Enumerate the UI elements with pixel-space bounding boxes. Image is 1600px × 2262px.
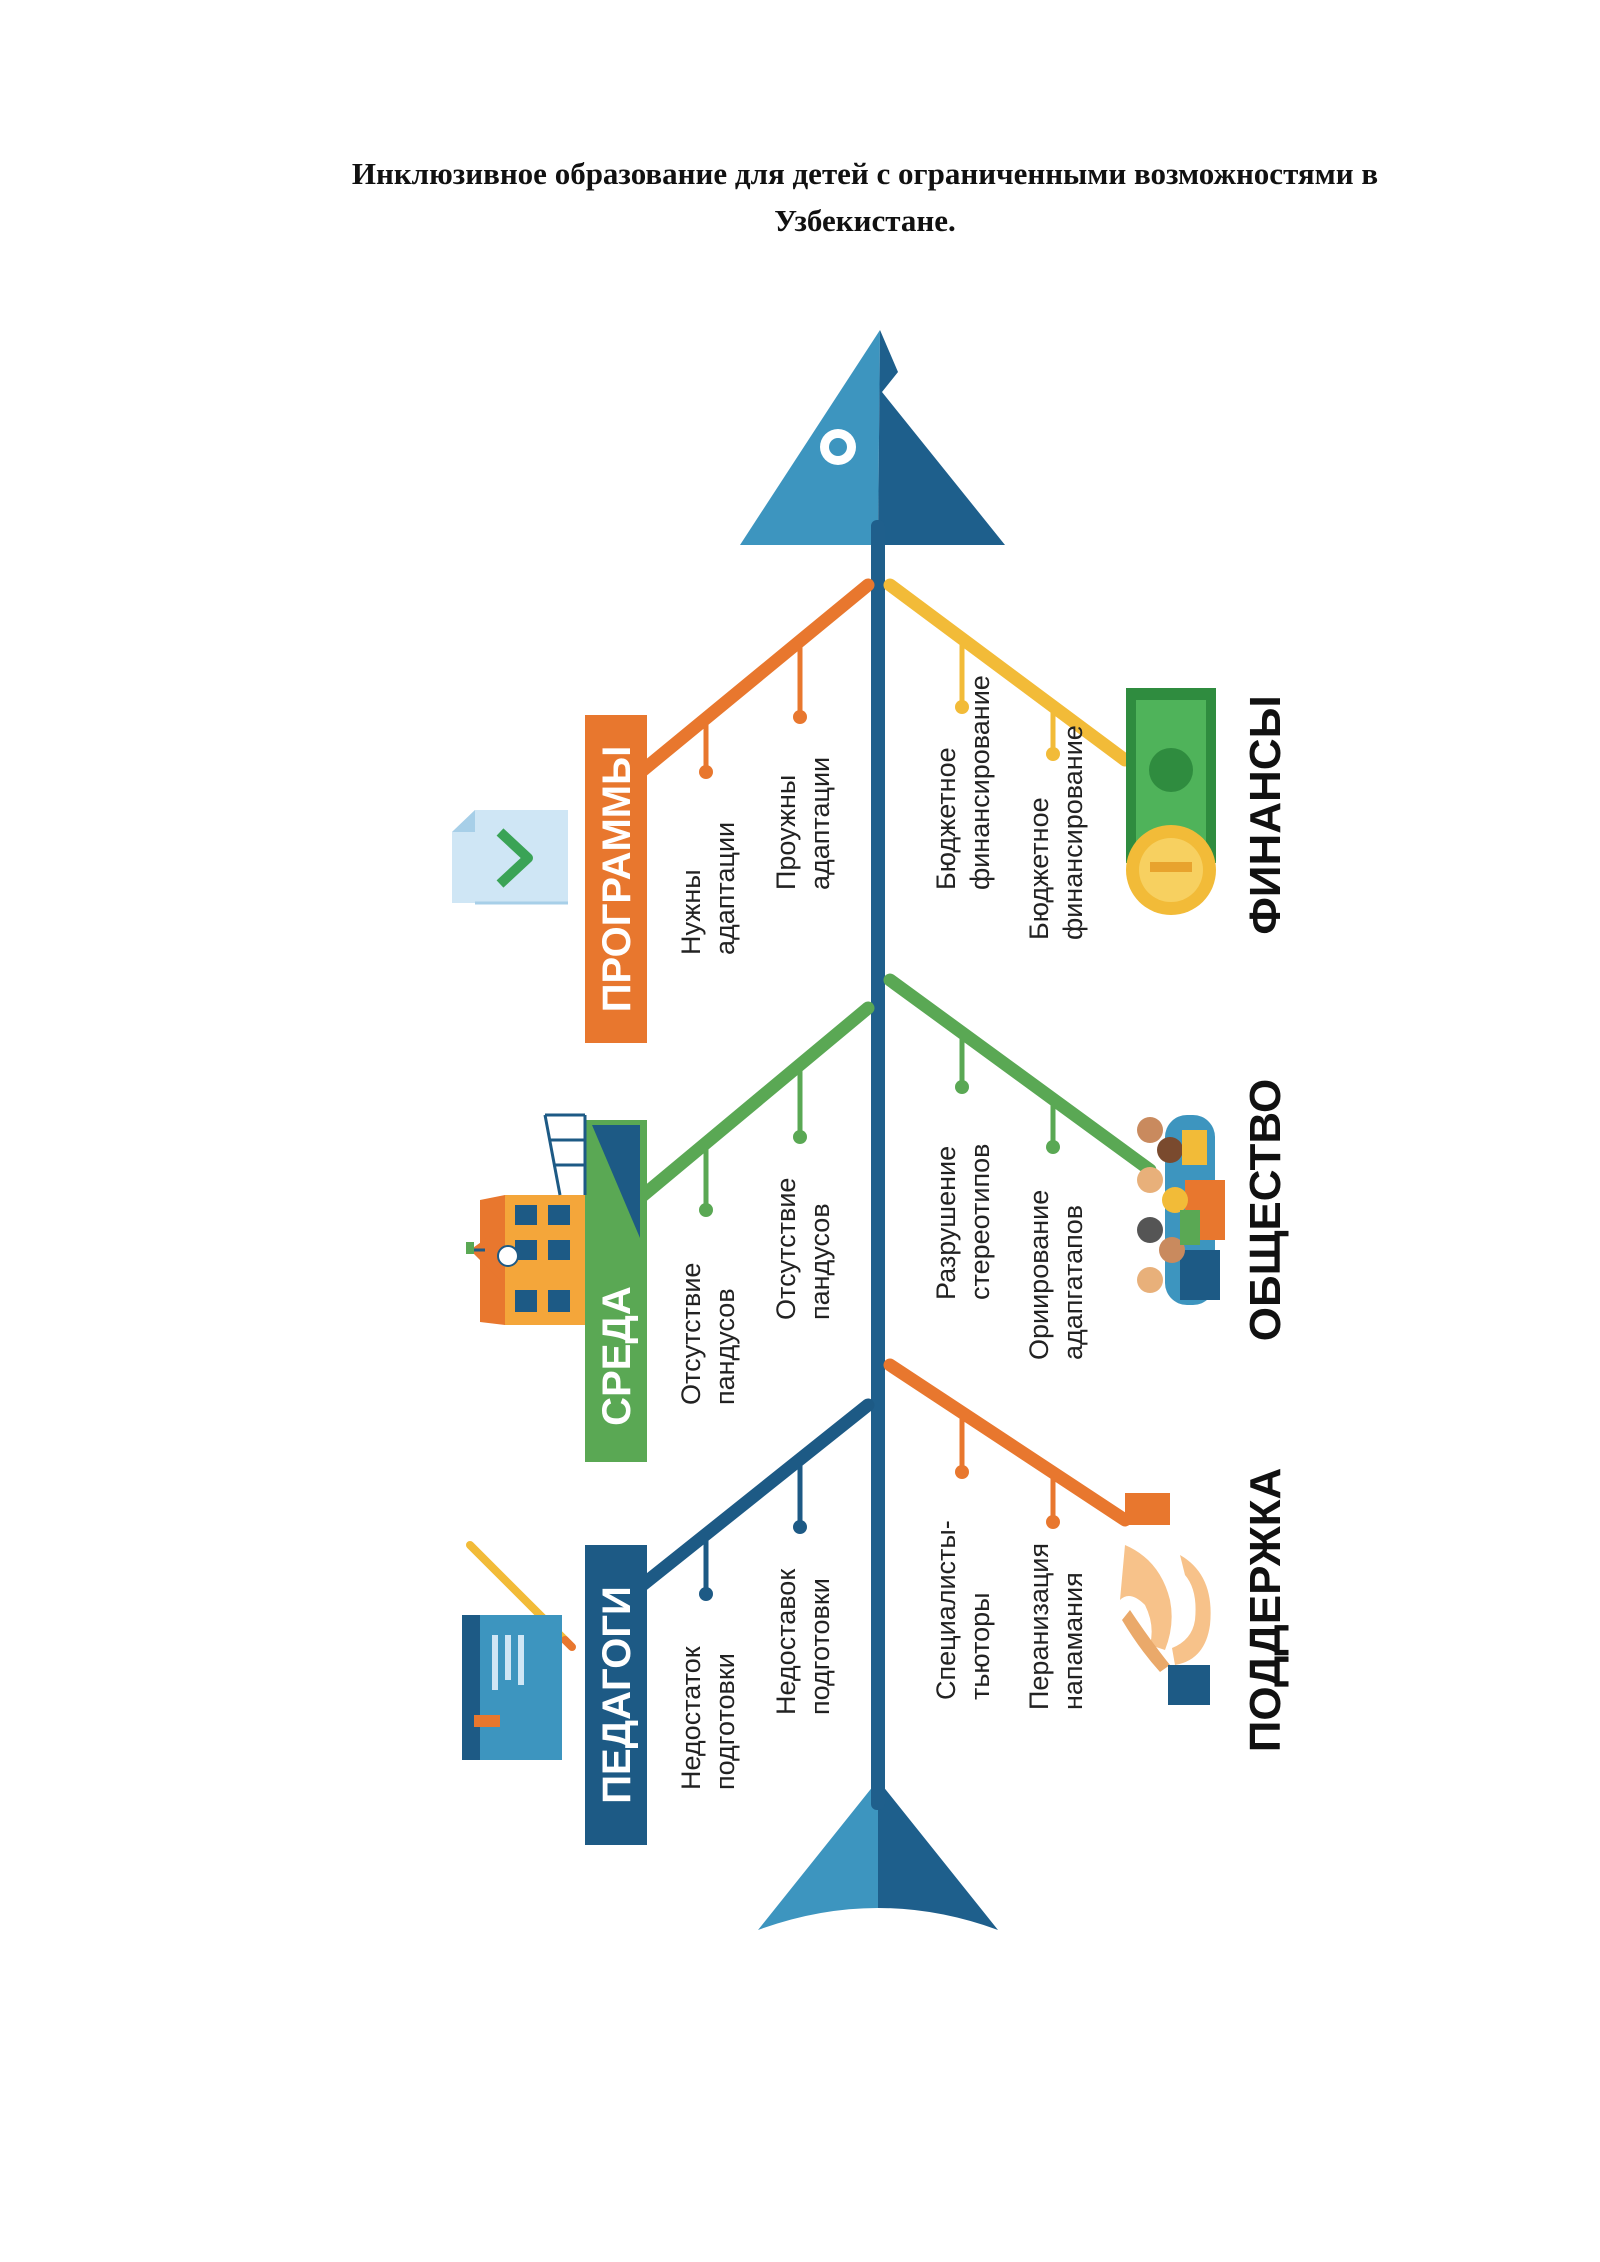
cause-support-1: Специалисты- тьюторы <box>931 1513 995 1700</box>
cause-society-1: Разрушение стереотипов <box>931 1138 995 1300</box>
cause-support-2: Перанизация напамания <box>1024 1535 1088 1710</box>
title-line-2: Узбекистане. <box>774 203 956 238</box>
money-coin-icon <box>1126 688 1216 915</box>
cause-finance-2: Бюджетное финансирование <box>1024 725 1088 940</box>
bone-finance <box>883 578 1132 767</box>
category-label-environment: СРЕДА <box>595 1286 639 1426</box>
fish-tail-right <box>878 1780 998 1930</box>
branch-society: Разрушение стереотипов Ориирование адапг… <box>883 973 1290 1360</box>
cause-teachers-1: Недостаток подготовки <box>676 1639 740 1790</box>
people-group-icon <box>1137 1115 1225 1305</box>
fish-tail-left <box>758 1780 878 1930</box>
page-title: Инклюзивное образование для детей с огра… <box>190 150 1540 244</box>
school-building-icon <box>466 1113 587 1325</box>
cause-programs-2: Проужны адаптации <box>771 757 835 890</box>
book-pencil-icon <box>462 1541 576 1760</box>
helping-hands-icon <box>1120 1493 1211 1705</box>
bone-support <box>883 1358 1132 1527</box>
fish-head <box>740 330 1005 545</box>
cause-finance-1: Бюджетное финансирование <box>931 675 995 890</box>
bone-programs <box>618 578 875 792</box>
category-box-teachers <box>585 1545 647 1845</box>
branch-programs: ПРОГРАММЫ Нужны адаптации Проужны адапта… <box>452 578 875 1043</box>
bone-teachers <box>633 1398 875 1594</box>
branch-finance: Бюджетное финансирование Бюджетное финан… <box>883 578 1290 940</box>
bone-society <box>883 973 1157 1177</box>
category-label-support: ПОДДЕРЖКА <box>1241 1468 1290 1752</box>
document-icon <box>452 810 568 905</box>
cause-programs-1: Нужны адаптации <box>676 822 740 955</box>
cause-teachers-2: Недоставок подготовки <box>771 1561 835 1715</box>
category-box-programs <box>585 715 647 1043</box>
branch-teachers: ПЕДАГОГИ Недостаток подготовки Недоставо… <box>462 1398 875 1845</box>
cause-environment-2: Отсутствие пандусов <box>771 1170 835 1320</box>
title-line-1: Инклюзивное образование для детей с огра… <box>351 156 1379 191</box>
fish-head-left <box>740 330 880 545</box>
branch-support: Специалисты- тьюторы Перанизация напаман… <box>883 1358 1290 1752</box>
clock-icon <box>497 1245 519 1267</box>
bone-environment <box>633 1001 875 1205</box>
branch-environment: СРЕДА Отсутствие пандусов Отсутствие пан… <box>466 1001 875 1462</box>
category-label-teachers: ПЕДАГОГИ <box>595 1586 639 1804</box>
fish-head-right <box>878 330 1005 545</box>
fish-spine <box>871 520 885 1810</box>
category-label-finance: ФИНАНСЫ <box>1241 695 1290 934</box>
category-label-society: ОБЩЕСТВО <box>1241 1079 1290 1342</box>
category-label-programs: ПРОГРАММЫ <box>595 746 639 1013</box>
fish-tail <box>758 1780 998 1930</box>
cause-society-2: Ориирование адапгатапов <box>1024 1182 1088 1360</box>
cause-environment-1: Отсутствие пандусов <box>676 1255 740 1405</box>
